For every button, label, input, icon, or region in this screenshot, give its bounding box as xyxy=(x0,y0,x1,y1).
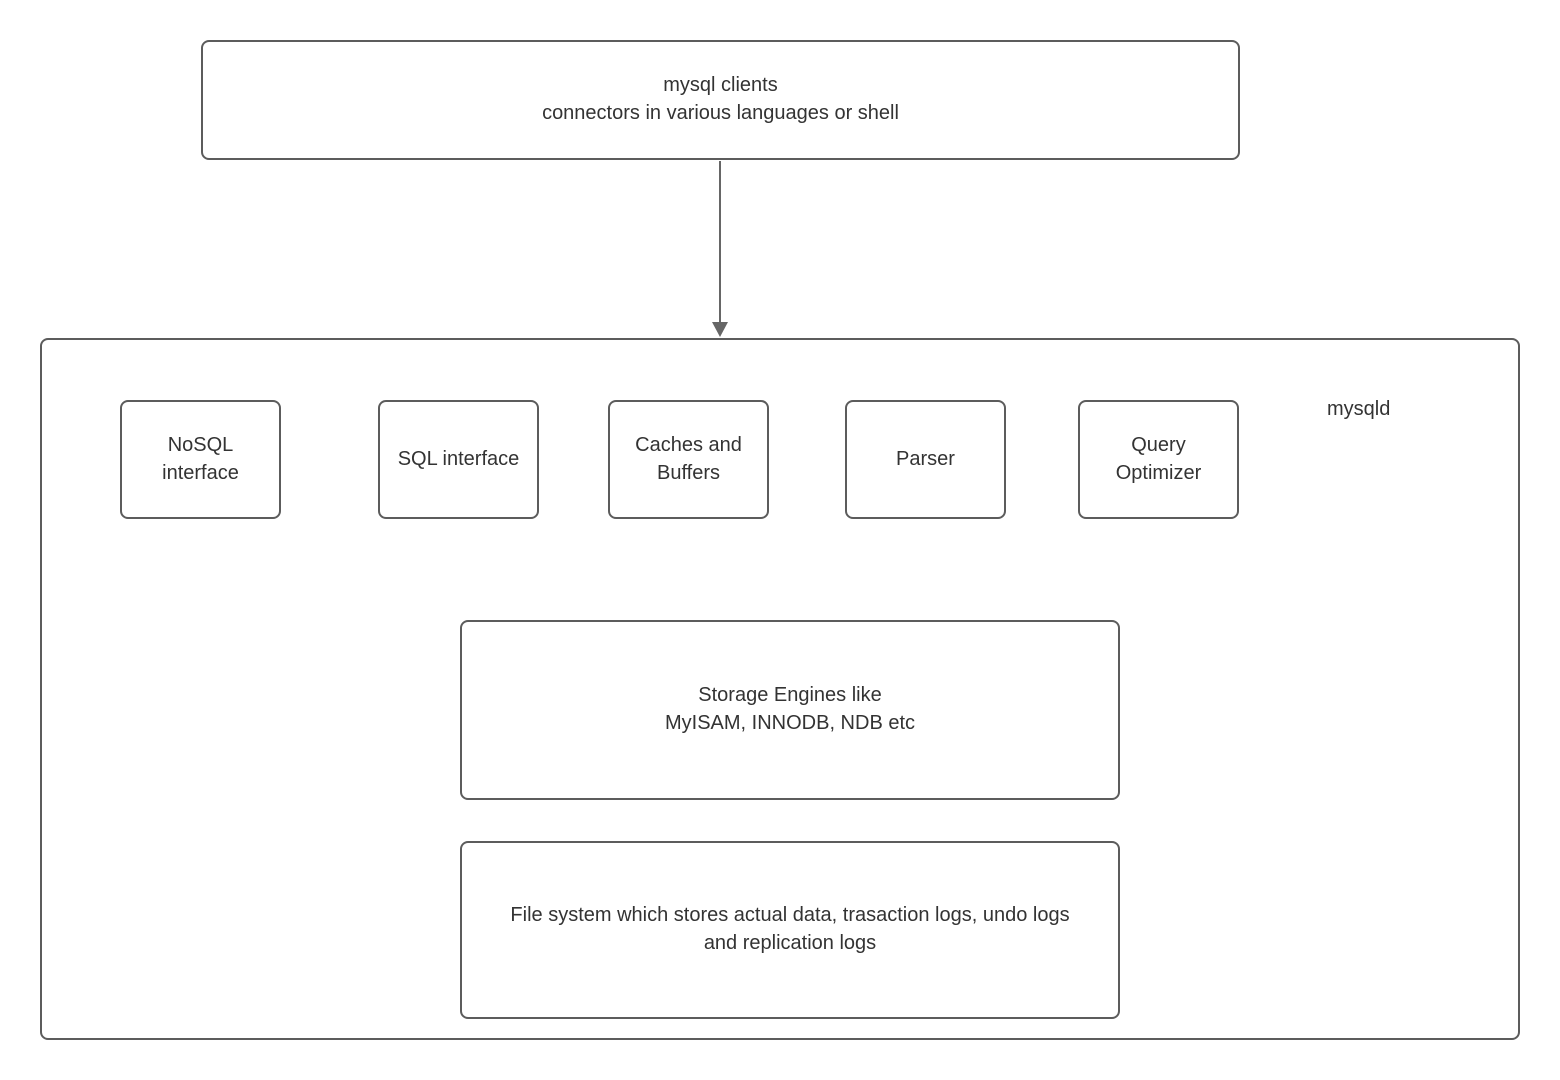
file-system-box: File system which stores actual data, tr… xyxy=(460,841,1120,1019)
arrow-down-icon xyxy=(712,322,728,337)
mysql-clients-box: mysql clients connectors in various lang… xyxy=(201,40,1240,160)
component-box-query-optimizer: Query Optimizer xyxy=(1078,400,1239,519)
clients-to-mysqld-arrow-stem xyxy=(719,161,721,325)
mysqld-label: mysqld xyxy=(1327,398,1391,420)
component-box-parser: Parser xyxy=(845,400,1006,519)
component-box-nosql-interface: NoSQL interface xyxy=(120,400,281,519)
component-box-caches-and-buffers: Caches and Buffers xyxy=(608,400,769,519)
storage-engines-box: Storage Engines like MyISAM, INNODB, NDB… xyxy=(460,620,1120,800)
component-box-sql-interface: SQL interface xyxy=(378,400,539,519)
